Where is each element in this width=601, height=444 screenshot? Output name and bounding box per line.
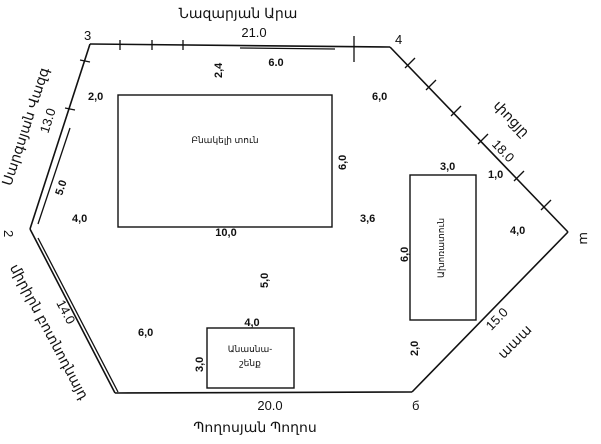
plot-boundary-south: [114, 391, 413, 394]
barbed-fence-ne: [404, 57, 552, 211]
plot-boundary-southwest: [29, 228, 116, 394]
dim-house-bottom: 10,0: [215, 227, 236, 239]
dim-center-gap: 5,0: [259, 273, 271, 288]
length-north: 21.0: [241, 25, 266, 40]
bath-label-2: շենք: [239, 358, 261, 368]
dim-right-gap: 3,6: [360, 213, 375, 225]
plot-boundary-southeast: [411, 231, 569, 393]
house-label: Բնակելի տուն: [191, 135, 258, 145]
dim-shed-offset: 1,0: [488, 169, 503, 181]
street-north: Նազարյան Արա: [179, 5, 298, 21]
length-southeast: 15.0: [483, 305, 511, 334]
dim-house-side: 6,0: [337, 155, 349, 170]
fence-northwest: [37, 127, 71, 225]
house: [117, 94, 333, 228]
shed-label: Ախոռատուն: [436, 218, 446, 278]
shed: [409, 174, 477, 321]
dim-shed-side: 6,0: [399, 247, 411, 262]
barbed-fence-north: [119, 40, 184, 50]
bath-label-1: Անասնա-: [228, 344, 273, 354]
length-south: 20.0: [257, 398, 282, 413]
fence-north: [239, 47, 336, 50]
dim-bath-top: 4,0: [244, 317, 259, 329]
dim-house-right-top: 6,0: [372, 91, 387, 103]
dim-top-offset: 2,4: [213, 62, 225, 78]
dim-shed-right: 4,0: [510, 225, 525, 237]
dim-left-gap: 4,0: [72, 213, 87, 225]
dim-top-segment: 6.0: [268, 57, 283, 69]
bath: [206, 327, 295, 389]
length-northwest: 13.0: [37, 106, 59, 135]
vertex-3: 3: [84, 28, 91, 43]
vertex-2: 2: [1, 230, 16, 237]
plot-boundary-northeast: [389, 46, 569, 233]
dim-shed-bottom-gap: 2,0: [409, 341, 421, 356]
vertex-b: б: [412, 398, 419, 413]
length-northeast: 18.0: [489, 137, 517, 166]
vertex-a: ա: [577, 232, 592, 245]
street-south: Պողոսյան Պողոս: [193, 419, 317, 435]
dim-house-left-top: 2,0: [88, 91, 103, 103]
length-southwest: 14.0: [53, 297, 78, 326]
street-northeast: փոցյը: [491, 97, 533, 140]
street-southwest: միրիրն բոտնոդնայդ: [7, 261, 92, 403]
dim-bath-side: 3,0: [194, 357, 206, 372]
street-southeast: աաա: [494, 321, 534, 361]
plot-boundary-north: [89, 43, 391, 48]
fence-southwest: [37, 237, 119, 393]
dim-shed-top: 3,0: [440, 161, 455, 173]
dim-nw-segment: 5.0: [53, 179, 69, 197]
barbed-fence-nw: [64, 59, 91, 111]
dim-bath-left: 6,0: [138, 327, 153, 339]
plot-boundary-northwest: [29, 43, 91, 230]
vertex-4: 4: [395, 32, 402, 47]
